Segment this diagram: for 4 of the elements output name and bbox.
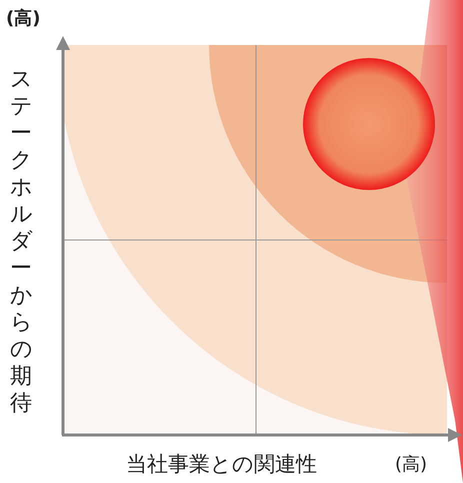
x-axis-title: 当社事業との関連性 (126, 451, 317, 478)
axis-high-label: (高) (6, 7, 40, 30)
axis-high-label: (高) (395, 453, 428, 476)
y-axis-title: ステークホルダーからの期待 (10, 66, 32, 417)
